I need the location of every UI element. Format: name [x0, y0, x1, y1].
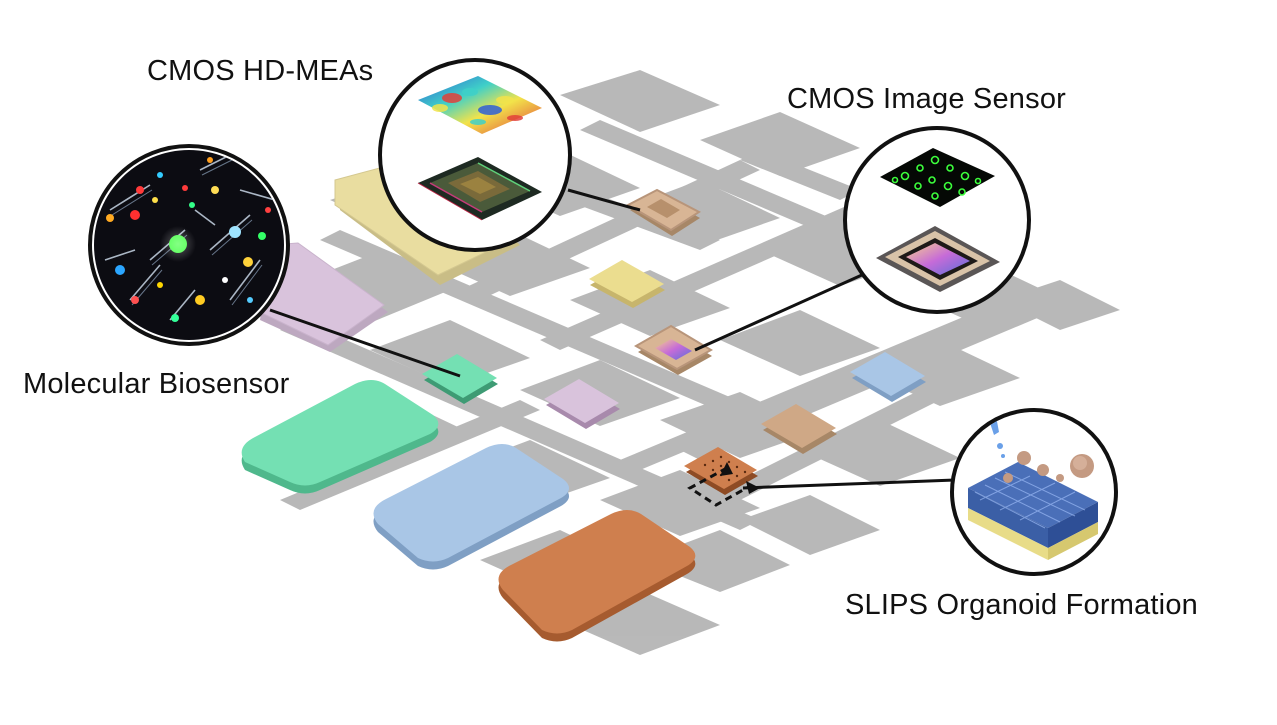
tan-module [761, 404, 837, 454]
callout-lines [269, 188, 956, 490]
hdmea-label: CMOS HD-MEAs [147, 55, 374, 87]
hdmea-chip-module [625, 188, 701, 236]
yellow-module [589, 260, 665, 308]
hdmea-callout [378, 58, 572, 252]
slips-label: SLIPS Organoid Formation [845, 589, 1198, 621]
blue-reservoir [373, 444, 570, 570]
orange-reservoir [498, 510, 696, 642]
lilac-module [544, 379, 620, 429]
image-sensor-module [633, 324, 713, 375]
up-arrow-icon [720, 462, 733, 476]
biosensor-label: Molecular Biosensor [23, 368, 290, 400]
fluorescence-plane [880, 148, 995, 207]
green-reservoir [241, 380, 439, 494]
blue-module [850, 352, 926, 402]
image-sensor-callout [843, 126, 1031, 314]
heatmap-plane [418, 76, 542, 134]
image-sensor-label: CMOS Image Sensor [787, 83, 1066, 115]
image-sensor-chip [876, 226, 1000, 292]
slips-callout [950, 408, 1118, 576]
hdmea-chip-image [417, 157, 542, 221]
biosensor-reservoir [260, 242, 388, 352]
biosensor-callout [88, 144, 290, 346]
